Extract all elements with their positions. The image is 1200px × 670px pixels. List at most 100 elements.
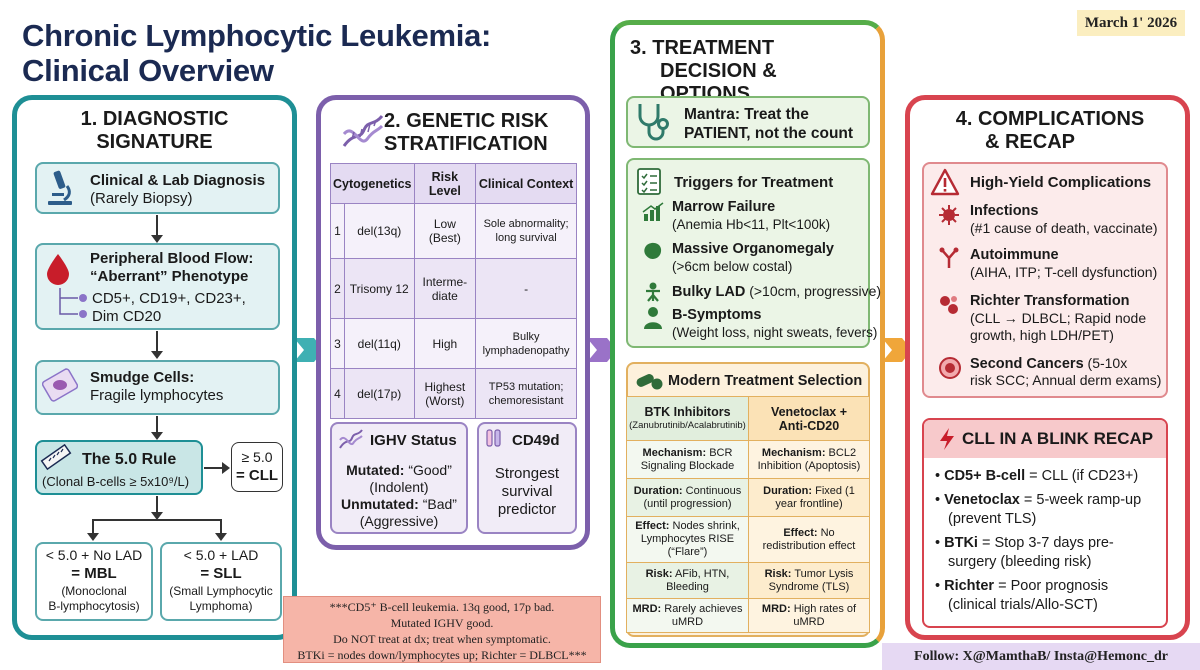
table-header: Clinical Context: [475, 163, 577, 204]
mbl-line2: = MBL: [71, 565, 117, 582]
comp2-sub: (AIHA, ITP; T-cell dysfunction): [970, 264, 1158, 280]
cd49d-line1: Strongest: [494, 465, 560, 482]
branch-icon: [59, 288, 87, 318]
trigger3: Bulky LAD (>10cm, progressive): [672, 283, 882, 300]
recap-item: • CD5+ B-cell = CLL (if CD23+): [935, 468, 1139, 484]
smudge-cells-box: [35, 360, 280, 415]
trigger2-title: Massive Organomegaly: [672, 241, 834, 257]
table-row: 1 del(13q) Low (Best) Sole abnormality; …: [330, 203, 577, 259]
virus-icon: [939, 205, 959, 225]
five-rule-sub: (Clonal B-cells ≥ 5x10⁹/L): [42, 474, 190, 489]
cll-threshold: ≥ 5.0: [241, 449, 273, 465]
ruler-icon: [40, 444, 72, 471]
trigger4-title: B-Symptoms: [672, 307, 762, 323]
triggers-box: [626, 158, 870, 348]
table-header: Cytogenetics: [330, 163, 415, 204]
ighv-unmutated-sub: (Aggressive): [359, 513, 439, 529]
blood-flow-title1: Peripheral Blood Flow:: [90, 250, 254, 267]
table-row: Effect: Nodes shrink, Lymphocytes RISE (…: [626, 516, 871, 563]
lymph-icon: [646, 282, 660, 302]
smudge-sub: Fragile lymphocytes: [90, 387, 224, 404]
cll-label: = CLL: [235, 467, 279, 484]
mbl-line4: B-lymphocytosis): [48, 599, 140, 613]
modern-title: Modern Treatment Selection: [668, 373, 863, 389]
comp3-title: Richter Transformation: [970, 293, 1130, 309]
panel1-title: 1. DIAGNOSTIC SIGNATURE: [80, 108, 229, 153]
blood-drop-icon: [47, 254, 69, 285]
ighv-unmutated: Unmutated: “Bad”: [341, 496, 457, 512]
comp3-sub1: (CLL → DLBCL; Rapid node: [970, 310, 1147, 326]
dna-icon: [342, 114, 384, 147]
clinical-lab-sub: (Rarely Biopsy): [90, 190, 193, 207]
table-row: 2 Trisomy 12 Interme-diate -: [330, 258, 577, 319]
flow-arrow: [151, 331, 163, 359]
panel4-title: 4. COMPLICATIONS & RECAP: [955, 108, 1145, 153]
page-title: Chronic Lymphocytic Leukemia: Clinical O…: [22, 18, 492, 88]
recap-item-cont: surgery (bleeding risk): [948, 554, 1092, 570]
pills-icon: [636, 374, 663, 390]
complications-box: [922, 162, 1168, 398]
comp4: Second Cancers (5-10x: [970, 355, 1128, 372]
arrow-panel2-to-3: [587, 338, 617, 362]
cd49d-box: [477, 422, 577, 534]
lightning-icon: [940, 428, 954, 450]
trigger1-title: Marrow Failure: [672, 199, 776, 215]
dna-icon: [339, 429, 363, 449]
checklist-icon: [637, 168, 661, 195]
mantra-line2: PATIENT, not the count: [684, 125, 854, 142]
ighv-title: IGHV Status: [370, 432, 457, 449]
trigger2-sub: (>6cm below costal): [672, 259, 793, 274]
sll-line3: (Small Lymphocytic: [169, 584, 273, 598]
table-row: 4 del(17p) Highest (Worst) TP53 mutation…: [330, 368, 577, 419]
mbl-box: [35, 542, 153, 621]
split-right-arrow: [215, 519, 227, 541]
mbl-line1: < 5.0 + No LAD: [45, 547, 143, 563]
clinical-lab-title: Clinical & Lab Diagnosis: [90, 172, 266, 189]
recap-item: • Richter = Poor prognosis: [935, 578, 1109, 594]
chart-icon: [642, 202, 664, 221]
follow-credit: Follow: X@MamthaB/ Insta@Hemonc_dr: [882, 643, 1200, 670]
sll-line2: = SLL: [200, 565, 242, 582]
comp3-sub2: growth, high LDH/PET): [970, 327, 1114, 343]
test-tube-icon: [486, 429, 501, 447]
arrow-panel3-to-4: [882, 338, 912, 362]
panel2-title: 2. GENETIC RISK STRATIFICATION: [384, 110, 549, 155]
complications-title: High-Yield Complications: [970, 174, 1152, 191]
table-row: 3 del(11q) High Bulky lymphadenopathy: [330, 318, 577, 369]
recap-title: CLL IN A BLINK RECAP: [962, 429, 1154, 448]
cytogenetics-table: Cytogenetics Risk Level Clinical Context…: [330, 163, 577, 419]
five-rule-title: The 5.0 Rule: [82, 451, 177, 468]
flow-markers-line1: CD5+, CD19+, CD23+,: [92, 290, 246, 307]
transform-icon: [940, 296, 958, 314]
comp1-title: Infections: [970, 203, 1039, 219]
sll-line4: Lymphoma): [189, 599, 253, 613]
rule-to-cll-arrow: [204, 462, 230, 474]
table-row: MRD: Rarely achieves uMRD MRD: High rate…: [626, 598, 871, 633]
clinical-lab-box: [35, 162, 280, 214]
stethoscope-icon: [638, 104, 669, 141]
comp4-sub2: risk SCC; Annual derm exams): [970, 372, 1162, 388]
recap-item: • Venetoclax = 5-week ramp-up: [935, 492, 1142, 508]
smudge-title: Smudge Cells:: [90, 369, 195, 386]
table-header: Risk Level: [413, 163, 477, 204]
triggers-title: Triggers for Treatment: [674, 174, 834, 191]
flow-markers-line2: Dim CD20: [92, 308, 162, 325]
recap-item-cont: (clinical trials/Allo-SCT): [948, 597, 1098, 613]
ighv-mutated: Mutated: “Good”: [346, 462, 452, 478]
table-row: Duration: Continuous (until progression)…: [626, 478, 871, 517]
table-row: Mechanism: BCR Signaling Blockade Mechan…: [626, 440, 871, 479]
autoimmune-icon: [939, 247, 959, 268]
blood-flow-box: [35, 243, 280, 330]
comp1-sub: (#1 cause of death, vaccinate): [970, 220, 1158, 236]
split-line: [92, 519, 220, 521]
venetoclax-header: Venetoclax + Anti-CD20: [747, 396, 871, 441]
cancer-cell-icon: [939, 357, 961, 379]
cd49d-line2: survival: [501, 483, 553, 500]
summary-note: ***CD5⁺ B-cell leukemia. 13q good, 17p b…: [283, 596, 601, 663]
flow-arrow: [151, 215, 163, 243]
split-stem: [151, 496, 163, 520]
trigger1-sub: (Anemia Hb<11, Plt<100k): [672, 217, 831, 232]
cd49d-line3: predictor: [497, 501, 557, 518]
mbl-line3: (Monoclonal: [61, 584, 127, 598]
recap-header-bg: [924, 420, 1166, 458]
